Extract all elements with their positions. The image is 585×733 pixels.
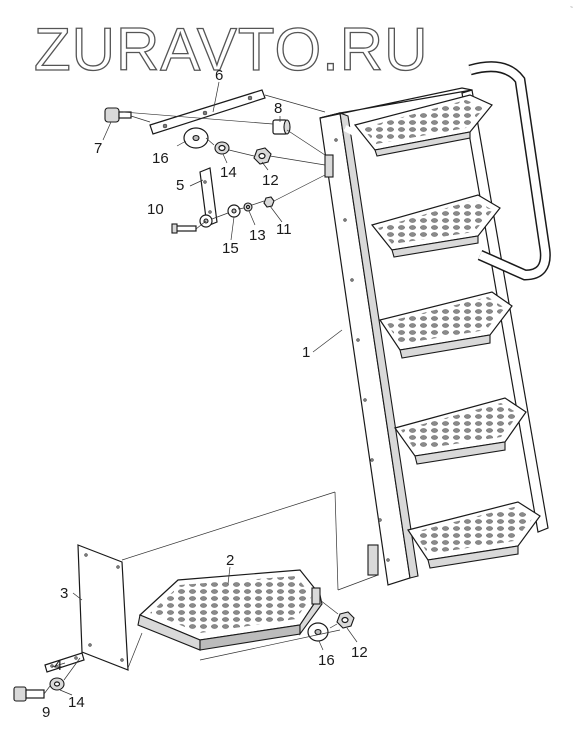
callout-13: 13	[249, 227, 266, 244]
callout-10: 10	[147, 201, 164, 218]
ladder-step-4	[394, 397, 527, 465]
callout-2: 2	[226, 552, 234, 569]
nut-part-11	[263, 196, 275, 208]
callout-1: 1	[302, 344, 310, 361]
bolt-part-10	[171, 223, 197, 234]
washer-part-15-b	[227, 204, 241, 218]
watermark-text: ZURAVTO.RU	[34, 16, 428, 83]
callout-14-top: 14	[220, 164, 237, 181]
washer-part-16-bottom	[307, 622, 329, 642]
lock-washer-part-14-top	[214, 141, 230, 155]
bolt-part-7	[104, 107, 132, 123]
callout-16-top: 16	[152, 150, 169, 167]
callout-15: 15	[222, 240, 239, 257]
spacer-sleeve-part-8	[272, 119, 291, 135]
callout-4: 4	[54, 657, 62, 674]
mounting-plate-part-3	[77, 544, 129, 671]
strip-plate-part-4	[44, 652, 85, 673]
nut-part-12-top	[253, 147, 272, 165]
callout-16-bottom: 16	[318, 652, 335, 669]
ladder-step-2	[370, 194, 501, 258]
bolt-part-9	[13, 686, 45, 702]
callout-8: 8	[274, 100, 282, 117]
corner-mark: ~	[570, 5, 573, 11]
handrail-right	[468, 61, 551, 281]
ladder-step-5	[407, 501, 541, 569]
lock-washer-part-14-bottom	[49, 677, 65, 691]
callout-labels: 1 2 3 4 5 6 7 8 9 10 11 12 12 13 14 14 1…	[42, 67, 368, 721]
nut-part-12-bottom	[336, 611, 355, 629]
bottom-step-part-2	[137, 569, 323, 651]
callout-14-bottom: 14	[68, 694, 85, 711]
callout-11: 11	[276, 221, 292, 238]
callout-12-top: 12	[262, 172, 279, 189]
ladder-step-1	[353, 94, 493, 157]
callout-6: 6	[215, 67, 223, 84]
ladder-step-3	[379, 291, 513, 359]
plate-part-5	[199, 167, 218, 227]
washer-part-16-top	[183, 127, 209, 149]
bracket-bar-part-6	[149, 89, 266, 135]
callout-12-bottom: 12	[351, 644, 368, 661]
callout-3: 3	[60, 585, 68, 602]
callout-9: 9	[42, 704, 50, 721]
callout-7: 7	[94, 140, 102, 157]
leader-lines-lower	[43, 491, 379, 695]
lock-washer-part-13	[243, 202, 253, 212]
callout-5: 5	[176, 177, 184, 194]
leader-lines-upper	[122, 94, 326, 230]
